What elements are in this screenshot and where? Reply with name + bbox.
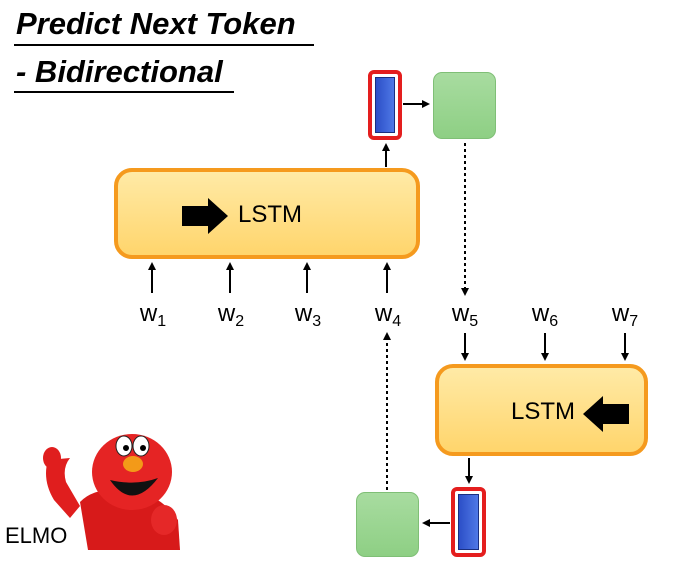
elmo-character-image: [43, 434, 180, 550]
backward-lstm-label: LSTM: [511, 398, 576, 425]
word-w4: w4: [374, 300, 402, 330]
backward-lstm-box: LSTM: [435, 364, 648, 456]
forward-lstm-label: LSTM: [238, 201, 303, 228]
backward-output-box: [356, 492, 419, 557]
word-w7: w7: [611, 300, 639, 330]
word-w1: w1: [139, 300, 167, 330]
forward-hidden-vector: [368, 70, 402, 140]
title-underline-2: [14, 91, 234, 93]
word-w3: w3: [294, 300, 322, 330]
forward-output-box: [433, 72, 496, 139]
title-underline-1: [14, 44, 314, 46]
elmo-caption: ELMO: [5, 523, 68, 548]
backward-hidden-vector: [451, 487, 486, 557]
right-arrow-icon: [182, 198, 228, 234]
title-line-1: Predict Next Token: [16, 6, 296, 41]
word-w6: w6: [531, 300, 559, 330]
word-w2: w2: [217, 300, 245, 330]
forward-lstm-box: LSTM: [114, 168, 420, 259]
title-line-2: - Bidirectional: [16, 54, 223, 89]
word-w5: w5: [451, 300, 479, 330]
left-arrow-icon: [583, 396, 629, 432]
